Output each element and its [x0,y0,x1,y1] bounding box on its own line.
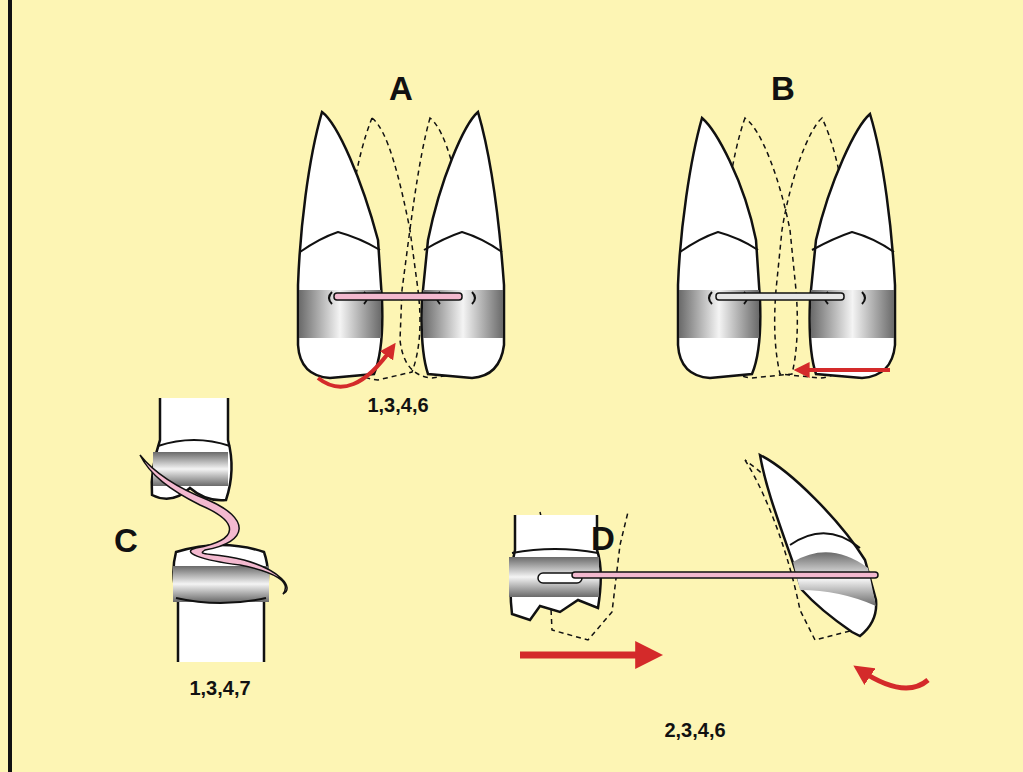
panel-letter: D [591,522,615,555]
arch-wire [140,455,287,594]
teeth-c [152,398,269,662]
incisors-a [298,112,504,380]
rotation-arrow [318,348,392,387]
edge-bar [8,0,12,772]
panel-letter: A [389,72,413,105]
callout-number: 1,3,4,7 [189,678,250,698]
teeth-d [509,455,878,640]
incisors-b [678,114,895,378]
panel-letter: C [114,524,138,557]
callout-number: 2,3,4,6 [664,720,725,740]
panel-letter: B [771,72,795,105]
translation-arrow [800,368,890,372]
callout-number: 1,3,4,6 [367,395,428,415]
retraction-arrow [520,652,652,659]
tipping-arrow [860,670,928,688]
